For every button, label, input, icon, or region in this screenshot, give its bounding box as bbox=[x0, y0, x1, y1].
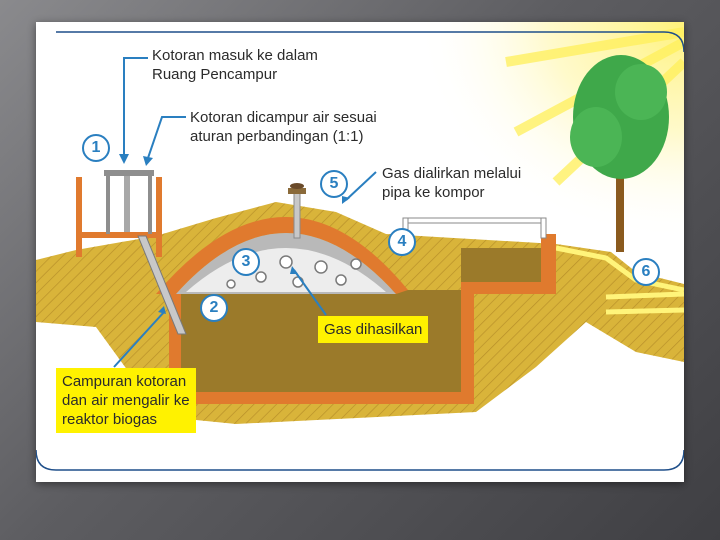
label-gas-produced: Gas dihasilkan bbox=[318, 316, 429, 343]
label-feces-in: Kotoran masuk ke dalam Ruang Pencampur bbox=[152, 46, 318, 84]
slide-card: 1 2 3 4 5 6 Kotoran masuk ke dalam Ruang… bbox=[36, 22, 684, 482]
label-mixture-flow-line1: Campuran kotoran bbox=[62, 373, 187, 390]
gas-pipe bbox=[288, 183, 306, 239]
arrow-heads bbox=[119, 154, 350, 314]
marker-5: 5 bbox=[320, 170, 348, 198]
biogas-diagram bbox=[36, 22, 684, 471]
tree-trunk bbox=[616, 162, 624, 252]
label-mixture-flow: Campuran kotoran dan air mengalir ke rea… bbox=[56, 368, 196, 433]
pointer-arrows bbox=[113, 57, 377, 368]
label-mixture-flow-line3: reaktor biogas bbox=[62, 411, 158, 428]
label-mixed-water-line2: aturan perbandingan (1:1) bbox=[190, 128, 364, 145]
label-feces-in-line2: Ruang Pencampur bbox=[152, 66, 278, 83]
gas-dome bbox=[156, 216, 408, 294]
label-gas-to-stove: Gas dialirkan melalui pipa ke kompor bbox=[382, 164, 521, 202]
marker-1: 1 bbox=[82, 134, 110, 162]
inlet-pipe bbox=[137, 235, 187, 335]
label-mixed-water-line1: Kotoran dicampur air sesuai bbox=[190, 109, 377, 126]
label-gas-to-stove-line1: Gas dialirkan melalui bbox=[382, 165, 522, 182]
marker-3: 3 bbox=[232, 248, 260, 276]
frame-line bbox=[36, 449, 684, 471]
label-feces-in-line1: Kotoran masuk ke dalam bbox=[152, 47, 318, 64]
marker-4: 4 bbox=[388, 228, 416, 256]
marker-6: 6 bbox=[632, 258, 660, 286]
label-mixed-water: Kotoran dicampur air sesuai aturan perba… bbox=[190, 108, 377, 146]
overflow-pipe bbox=[402, 217, 547, 224]
label-mixture-flow-line2: dan air mengalir ke bbox=[62, 392, 190, 409]
marker-2: 2 bbox=[200, 294, 228, 322]
mixer-frame bbox=[104, 170, 154, 176]
outlet-pipes bbox=[555, 245, 684, 315]
mixing-tank-wall-left bbox=[76, 177, 82, 257]
label-gas-to-stove-line2: pipa ke kompor bbox=[382, 184, 485, 201]
